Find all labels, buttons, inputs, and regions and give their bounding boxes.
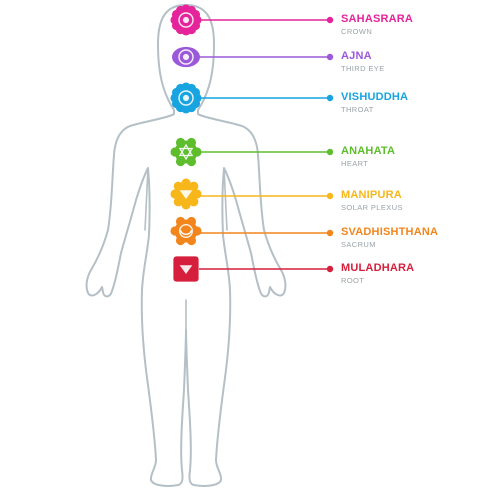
connector-dot-muladhara <box>326 265 334 273</box>
chakra-name: SVADHISHTHANA <box>341 226 439 238</box>
chakra-label-svadhishthana: SVADHISHTHANA SACRUM <box>341 226 496 250</box>
chakra-name: MANIPURA <box>341 189 402 201</box>
lotus-icon <box>178 12 194 28</box>
chakra-name: ANAHATA <box>341 145 396 157</box>
chakra-symbol-sahasrara <box>170 4 202 36</box>
connector-dot-manipura <box>326 192 334 200</box>
chakra-location: SACRUM <box>341 240 376 249</box>
triangle-down-icon <box>179 190 193 200</box>
chakra-symbol-vishuddha <box>170 82 202 114</box>
chakra-name: VISHUDDHA <box>341 91 409 103</box>
left-arm-inner-line <box>144 167 149 231</box>
chakra-symbol-svadhishthana <box>170 216 202 246</box>
chakra-symbol-muladhara <box>173 256 199 282</box>
chakra-label-manipura: MANIPURA SOLAR PLEXUS <box>341 189 496 213</box>
connector-dot-ajna <box>326 53 334 61</box>
chakra-name: SAHASRARA <box>341 13 414 25</box>
chakra-location: SOLAR PLEXUS <box>341 203 403 212</box>
chakra-location: THROAT <box>341 105 374 114</box>
connector-dot-svadhishthana <box>326 229 334 237</box>
lotus-icon <box>178 90 194 106</box>
body-outline <box>85 4 287 487</box>
chakra-location: THIRD EYE <box>341 64 385 73</box>
chakra-location: ROOT <box>341 276 365 285</box>
chakra-label-ajna: AJNA THIRD EYE <box>341 50 496 74</box>
chakra-symbol-ajna <box>172 46 200 68</box>
connector-dot-anahata <box>326 148 334 156</box>
connector-dot-vishuddha <box>326 94 334 102</box>
chakra-symbol-anahata <box>170 137 202 167</box>
star-of-david-icon <box>178 143 194 161</box>
connector-dot-sahasrara <box>326 16 334 24</box>
triangle-down-icon <box>179 265 193 275</box>
chakra-label-sahasrara: SAHASRARA CROWN <box>341 13 496 37</box>
chakra-location: CROWN <box>341 27 373 36</box>
right-arm-inner-line <box>223 167 228 231</box>
chakra-name: AJNA <box>341 50 372 62</box>
chakra-label-vishuddha: VISHUDDHA THROAT <box>341 91 496 115</box>
chakra-name: MULADHARA <box>341 262 415 274</box>
chakra-symbol-manipura <box>170 178 202 210</box>
crescent-icon <box>178 223 193 238</box>
chakra-location: HEART <box>341 159 369 168</box>
chakra-label-muladhara: MULADHARA ROOT <box>341 262 496 286</box>
lotus-icon <box>178 49 194 65</box>
chakra-label-anahata: ANAHATA HEART <box>341 145 496 169</box>
